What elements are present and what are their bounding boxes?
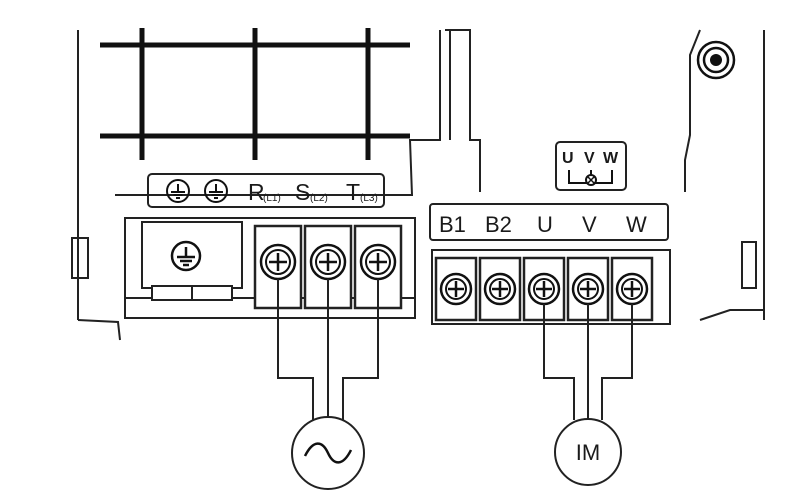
ac-source-icon <box>291 416 365 490</box>
uvw-jumper-label: U V W <box>555 141 627 191</box>
output-terminal-block <box>431 249 671 325</box>
label-b1: B1 <box>439 212 466 237</box>
label-u: U <box>537 212 553 237</box>
label-ground-icon-1 <box>166 179 190 203</box>
label-t-sub: (L3) <box>360 193 378 204</box>
label-w: W <box>626 212 647 237</box>
mounting-screw-icon <box>696 40 736 80</box>
output-wires <box>543 304 633 420</box>
ground-terminal-icon <box>170 240 202 272</box>
label-s-sub: (L2) <box>310 193 328 204</box>
output-label-strip <box>429 203 669 241</box>
label-ground-icon-2 <box>204 179 228 203</box>
label-r: R <box>248 179 265 205</box>
housing-outline <box>71 29 481 341</box>
input-wires <box>277 279 379 430</box>
right-housing <box>684 29 765 321</box>
label-t: T <box>346 179 360 205</box>
label-v: V <box>582 212 597 237</box>
input-label-strip <box>147 173 385 208</box>
jumper-label-w: W <box>603 150 619 167</box>
terminal-b1[interactable] <box>434 256 478 322</box>
label-s: S <box>295 179 310 205</box>
jumper-label-v: V <box>584 150 595 167</box>
label-b2: B2 <box>485 212 512 237</box>
jumper-label-u: U <box>562 150 574 167</box>
label-r-sub: (L1) <box>263 193 281 204</box>
motor-label: IM <box>576 440 600 465</box>
vent-grille <box>100 28 410 160</box>
motor-icon: IM <box>554 418 622 486</box>
terminal-b2[interactable] <box>478 256 522 322</box>
